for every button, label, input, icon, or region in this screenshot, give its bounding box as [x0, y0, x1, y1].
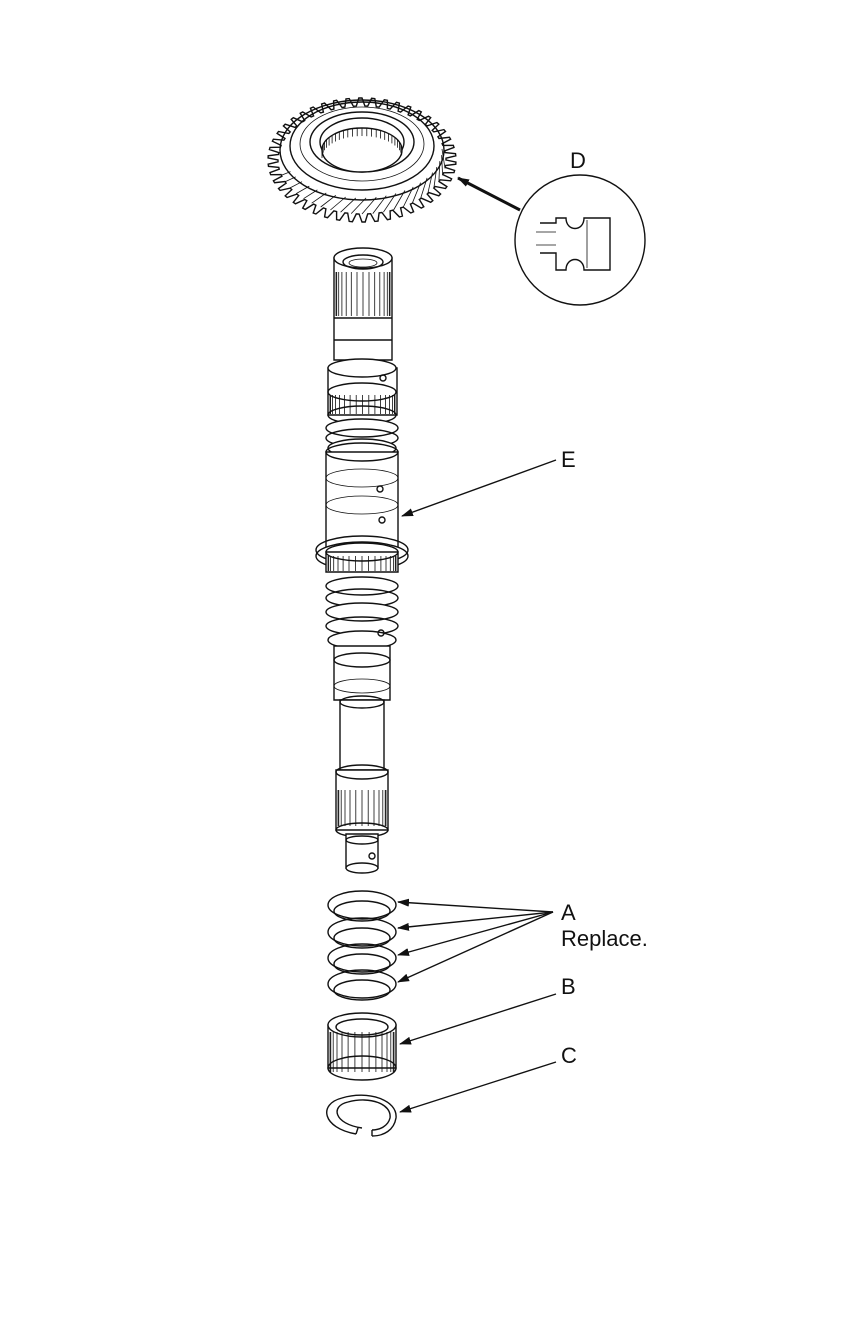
label-c: C: [561, 1043, 577, 1068]
snap-ring-c: [326, 1061, 557, 1137]
helical-gear: [267, 97, 457, 223]
detail-circle-d: [457, 174, 646, 306]
label-b: B: [561, 974, 576, 999]
label-d: D: [570, 148, 586, 173]
mainshaft: [315, 247, 557, 874]
label-a-note: Replace.: [561, 926, 648, 951]
label-a: A: [561, 900, 576, 925]
label-e: E: [561, 447, 576, 472]
needle-bearing-b: [327, 993, 557, 1081]
sealing-rings-a: [327, 890, 554, 1001]
